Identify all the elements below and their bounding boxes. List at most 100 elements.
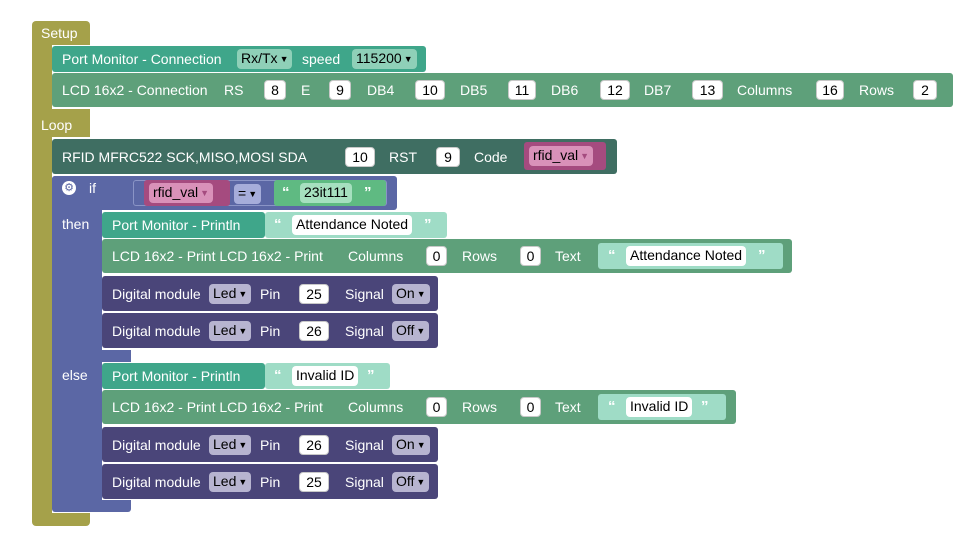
else-digital-1-module-dropdown[interactable]: Led▼ <box>209 435 252 455</box>
rs-label: RS <box>224 82 244 98</box>
compare-string-block[interactable]: “ 23it111 ” <box>274 180 386 206</box>
then-columns-label: Columns <box>348 248 404 264</box>
dropdown-arrow-icon: ▼ <box>238 326 248 336</box>
then-columns-input[interactable]: 0 <box>426 246 447 266</box>
rs-input[interactable]: 8 <box>264 80 286 100</box>
signal-value: Off <box>396 322 415 338</box>
e-label: E <box>301 82 311 98</box>
else-digital-2-pin-input[interactable]: 25 <box>299 472 329 492</box>
then-lcd-text[interactable]: Attendance Noted <box>626 246 747 266</box>
dropdown-arrow-icon: ▼ <box>238 440 248 450</box>
close-quote-icon: ” <box>364 184 372 201</box>
compare-variable-dropdown[interactable]: rfid_val▼ <box>149 183 214 203</box>
columns-input[interactable]: 16 <box>816 80 844 100</box>
dropdown-arrow-icon: ▼ <box>416 440 426 450</box>
then-digital-1-title: Digital module <box>112 286 201 302</box>
else-digital-2-signal-dropdown[interactable]: Off▼ <box>392 472 430 492</box>
else-digital-2-module-dropdown[interactable]: Led▼ <box>209 472 252 492</box>
then-digital-2-title: Digital module <box>112 323 201 339</box>
rst-label: RST <box>389 149 417 165</box>
db6-input[interactable]: 12 <box>600 80 630 100</box>
then-rows-label: Rows <box>462 248 498 264</box>
gear-icon[interactable]: ⚙ <box>62 181 76 195</box>
compare-variable-block[interactable]: rfid_val▼ <box>144 180 230 206</box>
db5-input[interactable]: 11 <box>508 80 536 100</box>
rows-input[interactable]: 2 <box>913 80 937 100</box>
else-lcd-text[interactable]: Invalid ID <box>626 397 693 417</box>
rfid-sda-input[interactable]: 10 <box>345 147 375 167</box>
then-rows-input[interactable]: 0 <box>520 246 541 266</box>
open-quote-icon: “ <box>608 398 616 415</box>
then-digital-2-signal-dropdown[interactable]: Off▼ <box>392 321 430 341</box>
then-digital-2-signal-label: Signal <box>345 323 384 339</box>
compare-variable-value: rfid_val <box>153 184 199 200</box>
else-digital-2-pin-label: Pin <box>260 474 281 490</box>
dropdown-arrow-icon: ▼ <box>248 189 258 199</box>
port-connection-title: Port Monitor - Connection <box>62 51 222 67</box>
rfid-variable-value: rfid_val <box>533 147 579 163</box>
else-digital-1-title: Digital module <box>112 437 201 453</box>
then-lcd-title: LCD 16x2 - Print LCD 16x2 - Print <box>112 248 323 264</box>
else-digital-1-pin-input[interactable]: 26 <box>299 435 329 455</box>
dropdown-arrow-icon: ▼ <box>200 188 210 198</box>
speed-value: 115200 <box>356 50 402 66</box>
then-digital-block-1[interactable]: Digital module Led▼ Pin 25 Signal On▼ <box>102 276 438 311</box>
db4-label: DB4 <box>367 82 395 98</box>
dropdown-arrow-icon: ▼ <box>416 326 426 336</box>
then-digital-2-pin-input[interactable]: 26 <box>299 321 329 341</box>
else-digital-1-pin-label: Pin <box>260 437 281 453</box>
open-quote-icon: “ <box>608 247 616 264</box>
rfid-variable-block[interactable]: rfid_val▼ <box>524 142 606 170</box>
then-digital-2-module-dropdown[interactable]: Led▼ <box>209 321 252 341</box>
then-label: then <box>62 216 90 232</box>
rfid-block[interactable]: RFID MFRC522 SCK,MISO,MOSI SDA 10 RST 9 … <box>52 139 617 174</box>
db6-label: DB6 <box>551 82 579 98</box>
e-input[interactable]: 9 <box>329 80 351 100</box>
signal-value: On <box>396 436 415 452</box>
then-lcd-string[interactable]: “ Attendance Noted ” <box>598 243 783 269</box>
port-mode-dropdown[interactable]: Rx/Tx▼ <box>237 49 293 69</box>
compare-block[interactable]: rfid_val▼ =▼ “ 23it111 ” <box>133 180 387 206</box>
close-quote-icon: ” <box>701 398 709 415</box>
db4-input[interactable]: 10 <box>415 80 445 100</box>
then-lcd-print-block[interactable]: LCD 16x2 - Print LCD 16x2 - Print Column… <box>102 239 792 273</box>
module-value: Led <box>213 473 237 489</box>
lcd-connection-title: LCD 16x2 - Connection <box>62 82 208 98</box>
else-digital-1-signal-dropdown[interactable]: On▼ <box>392 435 430 455</box>
then-digital-1-signal-dropdown[interactable]: On▼ <box>392 284 430 304</box>
lcd-connection-block[interactable]: LCD 16x2 - Connection RS 8 E 9 DB4 10 DB… <box>52 73 953 107</box>
db7-input[interactable]: 13 <box>692 80 723 100</box>
rfid-variable-dropdown[interactable]: rfid_val▼ <box>529 146 594 166</box>
close-quote-icon: ” <box>758 247 766 264</box>
port-monitor-connection-block[interactable]: Port Monitor - Connection Rx/Tx▼ speed 1… <box>52 46 426 72</box>
signal-value: On <box>396 285 415 301</box>
then-digital-1-pin-input[interactable]: 25 <box>299 284 329 304</box>
else-println-block[interactable]: Port Monitor - Println <box>102 363 265 389</box>
db5-label: DB5 <box>460 82 488 98</box>
close-quote-icon: ” <box>424 216 432 233</box>
then-println-title: Port Monitor - Println <box>112 217 241 233</box>
else-lcd-string[interactable]: “ Invalid ID ” <box>598 394 726 420</box>
else-digital-block-1[interactable]: Digital module Led▼ Pin 26 Signal On▼ <box>102 427 438 462</box>
else-digital-block-2[interactable]: Digital module Led▼ Pin 25 Signal Off▼ <box>102 464 438 499</box>
compare-string-input[interactable]: 23it111 <box>300 183 352 203</box>
then-digital-block-2[interactable]: Digital module Led▼ Pin 26 Signal Off▼ <box>102 313 438 348</box>
rst-input[interactable]: 9 <box>436 147 460 167</box>
else-rows-label: Rows <box>462 399 498 415</box>
then-digital-1-module-dropdown[interactable]: Led▼ <box>209 284 252 304</box>
else-label: else <box>62 367 88 383</box>
else-println-text[interactable]: Invalid ID <box>292 366 359 386</box>
else-rows-input[interactable]: 0 <box>520 397 541 417</box>
else-columns-input[interactable]: 0 <box>426 397 447 417</box>
then-println-string[interactable]: “ Attendance Noted ” <box>265 212 447 238</box>
db7-label: DB7 <box>644 82 672 98</box>
then-println-text[interactable]: Attendance Noted <box>292 215 413 235</box>
close-quote-icon: ” <box>367 367 375 384</box>
speed-dropdown[interactable]: 115200▼ <box>352 49 417 69</box>
else-lcd-print-block[interactable]: LCD 16x2 - Print LCD 16x2 - Print Column… <box>102 390 736 424</box>
operator-dropdown[interactable]: =▼ <box>234 184 262 204</box>
else-println-string[interactable]: “ Invalid ID ” <box>265 363 390 389</box>
then-println-block[interactable]: Port Monitor - Println <box>102 212 265 238</box>
open-quote-icon: “ <box>274 367 282 384</box>
then-digital-1-signal-label: Signal <box>345 286 384 302</box>
